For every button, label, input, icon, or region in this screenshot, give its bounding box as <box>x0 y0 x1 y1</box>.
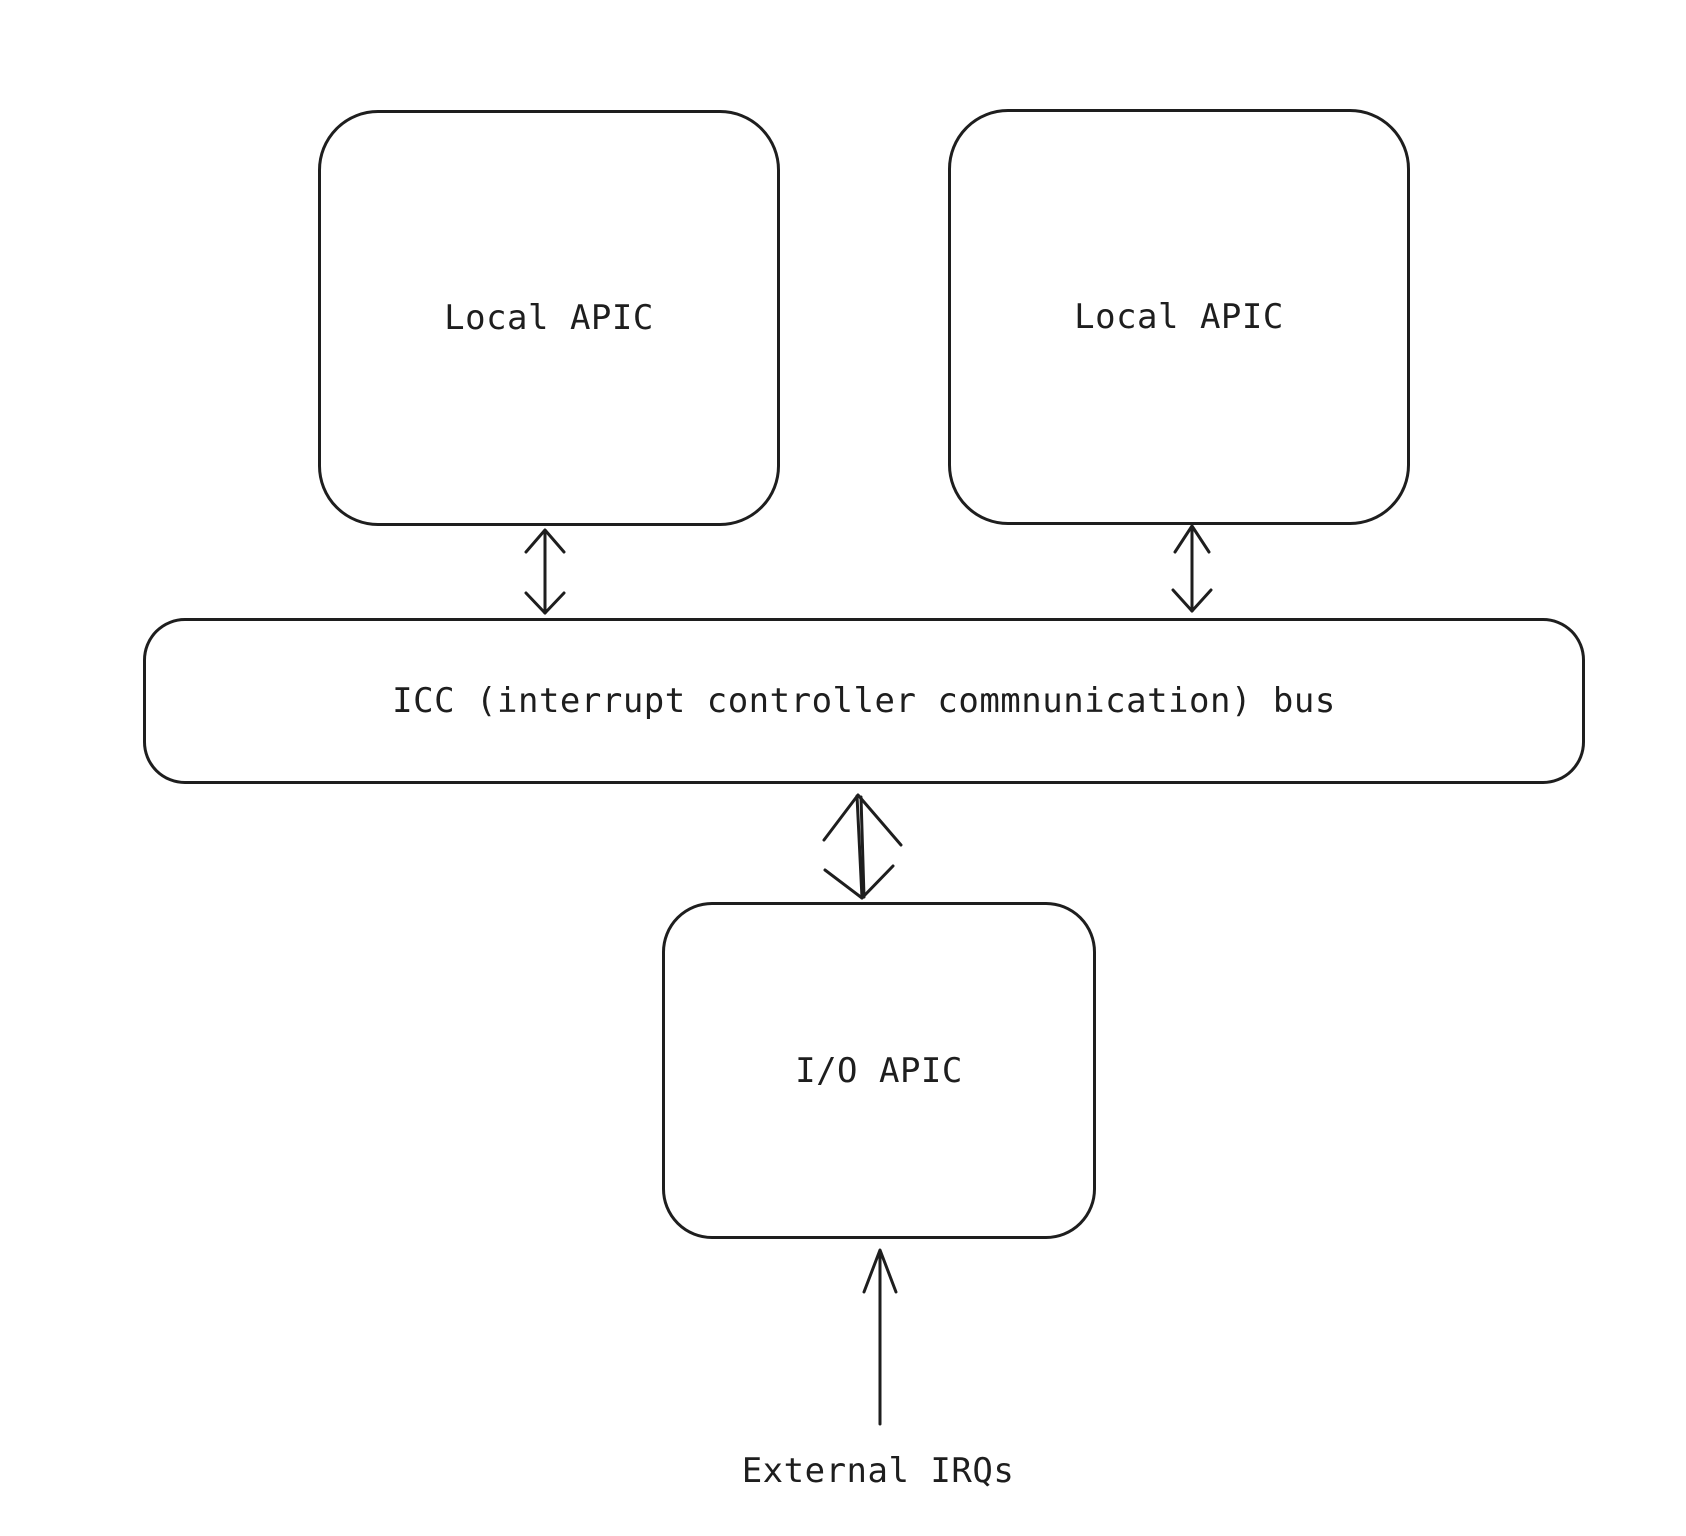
arrow-right-apic-bus <box>1171 524 1213 613</box>
io-apic-label: I/O APIC <box>795 1050 963 1091</box>
local-apic-box-left: Local APIC <box>318 110 780 526</box>
local-apic-label-right: Local APIC <box>1074 297 1284 337</box>
local-apic-box-right: Local APIC <box>948 109 1410 525</box>
arrow-external-irqs <box>862 1248 898 1426</box>
external-irqs-label: External IRQs <box>741 1451 1015 1491</box>
io-apic-box: I/O APIC <box>662 902 1096 1239</box>
icc-bus-label: ICC (interrupt controller commnunication… <box>392 681 1336 721</box>
local-apic-label-left: Local APIC <box>444 298 654 338</box>
icc-bus-box: ICC (interrupt controller commnunication… <box>143 618 1585 784</box>
arrow-bus-ioapic <box>822 793 903 900</box>
arrow-left-apic-bus <box>524 528 566 615</box>
